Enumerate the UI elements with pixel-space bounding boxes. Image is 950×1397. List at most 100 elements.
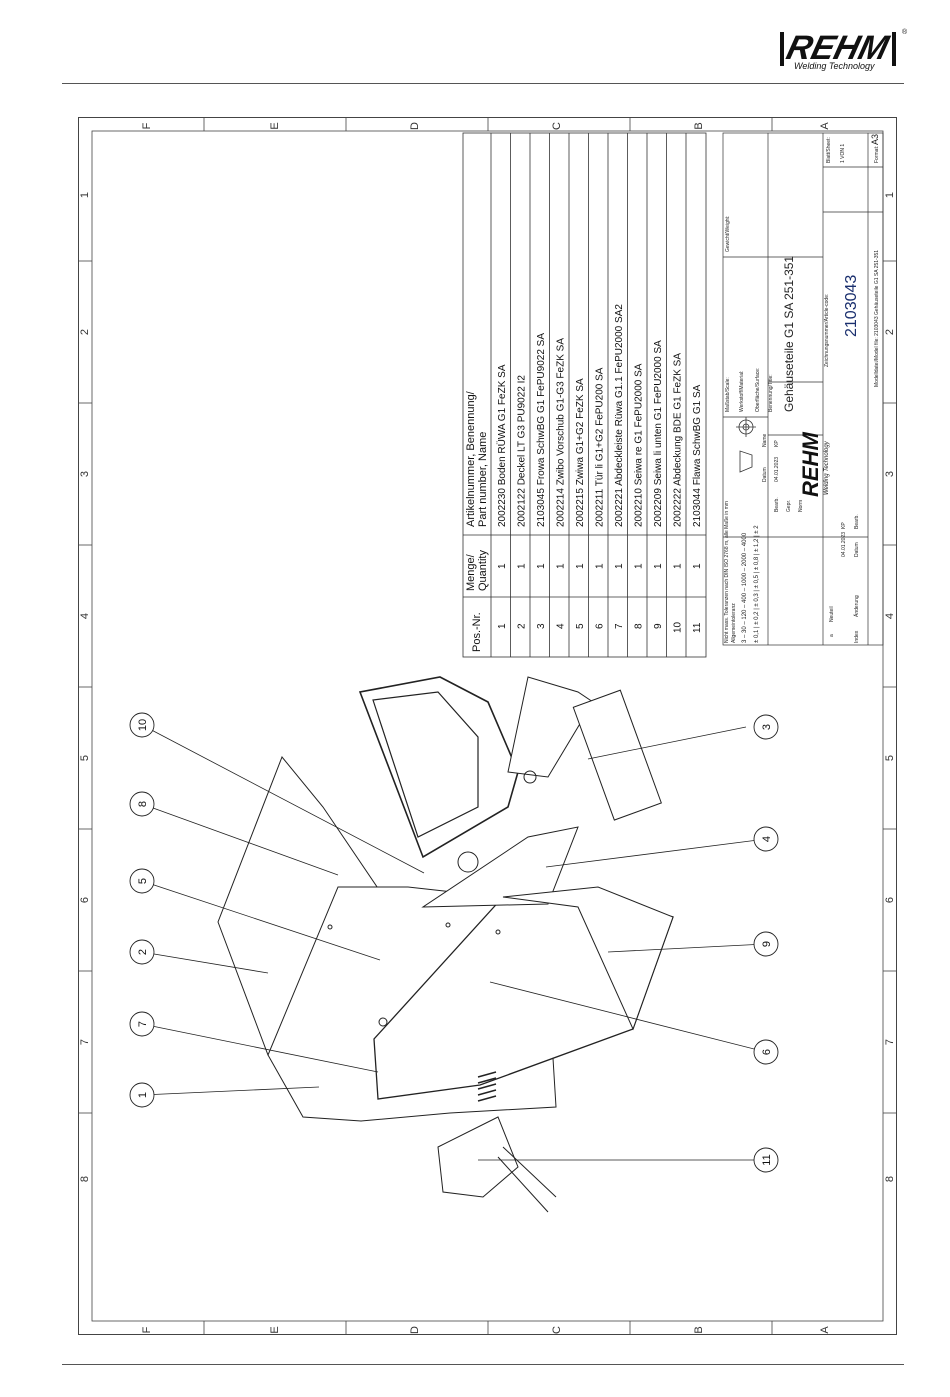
tolerance-values: ± 0,1 | ± 0,2 | ± 0,3 | ± 0,5 | ± 0,8 | … [754, 525, 760, 643]
logo-subtitle: Welding Technology [794, 61, 875, 71]
row-qty: 1 [517, 563, 528, 569]
zone-B-bottom: B [693, 1326, 705, 1333]
row-qty: 1 [595, 563, 606, 569]
zone-4-left: 4 [79, 613, 91, 619]
svg-text:Welding Technology: Welding Technology [824, 440, 830, 495]
model-file: Modelldatei/Model file: 2103043 Gehäuset… [874, 250, 880, 387]
zone-E-bottom: E [269, 1326, 281, 1333]
row-pos: 8 [634, 623, 645, 629]
sheet-value: 1 VON 1 [840, 144, 846, 163]
balloon-circle [129, 868, 155, 894]
balloon-circle [129, 939, 155, 965]
row-name: 2002221 Abdeckleiste Rüwa G1.1 FePU2000 … [614, 304, 625, 527]
balloon-label: 1 [137, 1092, 149, 1098]
zone-D-top: D [409, 122, 421, 130]
name-label: Name [762, 433, 768, 447]
format-label: Format: [874, 146, 880, 163]
assembly-drawing [217, 676, 674, 1213]
row-pos: 10 [673, 621, 684, 633]
drawing-svg: F E D C B A F E D C B A 1 2 3 4 5 6 7 8 … [78, 117, 897, 1335]
row-qty: 1 [614, 563, 625, 569]
logo-registered: ® [902, 28, 908, 36]
index-label: Index [854, 630, 860, 643]
parts-list [462, 132, 707, 658]
revision-index: a [829, 634, 835, 637]
zone-F-top: F [141, 122, 153, 129]
row-name: 2002230 Boden RÜWA G1 FeZK SA [496, 364, 508, 527]
zone-F-bottom: F [141, 1326, 153, 1333]
row-qty: 1 [575, 563, 586, 569]
zone-C-bottom: C [551, 1326, 563, 1334]
header-name-de: Artikelnummer, Benennung/ [465, 390, 477, 527]
zone-letters-top: F E D C B A [141, 122, 831, 130]
zone-letters-bottom: F E D C B A [141, 1326, 831, 1334]
zone-8-right: 8 [884, 1176, 896, 1182]
title-block-text: Nicht mass. Toleranzen nach DIN ISO 2768… [724, 134, 880, 643]
header-name-en: Part number, Name [477, 432, 489, 527]
row-name: 2002122 Deckel LT G3 PU9022 I2 [517, 375, 528, 527]
balloon-label: 7 [137, 1021, 149, 1027]
zone-B-top: B [693, 122, 705, 129]
surface-label: Oberfläche/Surface: [755, 368, 761, 412]
balloon-circle [129, 1082, 155, 1108]
gepr-label: Gepr. [786, 500, 792, 512]
row-pos: 3 [536, 623, 547, 629]
balloon-label: 11 [761, 1154, 773, 1165]
zone-1-left: 1 [79, 192, 91, 198]
balloon-label: 5 [137, 878, 149, 884]
row-pos: 2 [517, 623, 528, 629]
revision-date: 04.01.2023 [841, 532, 847, 557]
balloon-circle [753, 1039, 779, 1065]
material-label: Werkstoff/Material: [739, 371, 745, 413]
rehm-logo-graphic: REHM Welding Technology ® [772, 28, 908, 71]
zone-6-left: 6 [79, 897, 91, 903]
balloon-circle [753, 826, 779, 852]
row-name: 2002209 Seiwa li unten G1 FePU2000 SA [653, 340, 664, 527]
weight-label: Gewicht/Weight: [725, 216, 731, 252]
zone-2-right: 2 [884, 329, 896, 335]
balloon-circle [753, 714, 779, 740]
zone-5-left: 5 [79, 755, 91, 761]
header-rule [62, 83, 904, 84]
revision-name: KP [841, 522, 847, 529]
zone-3-left: 3 [79, 471, 91, 477]
row-name: 2002222 Abdeckung BDE G1 FeZK SA [673, 353, 684, 527]
balloon-circle [129, 712, 155, 738]
balloon-label: 4 [761, 836, 773, 842]
row-pos: 6 [595, 623, 606, 629]
bearb-date: 04.01.2023 [774, 457, 780, 482]
sheet-label: Blatt/Sheet: [826, 137, 832, 163]
row-qty: 1 [673, 563, 684, 569]
zone-6-right: 6 [884, 897, 896, 903]
bearb-label: Bearb. [774, 497, 780, 512]
balloon-leaders [141, 724, 767, 1161]
tolerance-note: Nicht mass. Toleranzen nach DIN ISO 2768… [724, 501, 730, 643]
norm-label: Norm [798, 500, 804, 512]
zone-2-left: 2 [79, 329, 91, 335]
zone-A-bottom: A [819, 1326, 831, 1334]
zone-D-bottom: D [409, 1326, 421, 1334]
row-pos: 5 [575, 623, 586, 629]
row-name: 2002214 Zwibo Vorschub G1-G3 FeZK SA [556, 338, 567, 527]
balloon-label: 9 [761, 941, 773, 947]
zone-7-right: 7 [884, 1039, 896, 1045]
row-pos: 1 [497, 623, 508, 629]
drawing-title: Gehäuseteile G1 SA 251-351 [782, 256, 796, 412]
bearb-name: KP [774, 440, 780, 447]
header-qty-en: Quantity [477, 550, 489, 591]
tolerance-ranges: 3 – 30 – 120 – 400 – 1000 – 2000 – 4000 [742, 532, 748, 643]
zone-7-left: 7 [79, 1039, 91, 1045]
sign-col-label: Bearb. [854, 514, 860, 529]
revision-text: Neuteil [829, 606, 835, 622]
balloon-label: 2 [137, 949, 149, 955]
row-pos: 11 [692, 622, 703, 633]
drawing-number: 2103043 [843, 275, 860, 337]
row-qty: 1 [653, 563, 664, 569]
drawing-no-label: Zeichnungsnummer/Article-code: [824, 294, 830, 367]
scale-label: Maßstab/Scale: [725, 377, 731, 412]
date-col-label: Datum [854, 542, 860, 557]
row-name: 2002211 Tür li G1+G2 FePU200 SA [595, 367, 606, 527]
zone-3-right: 3 [884, 471, 896, 477]
